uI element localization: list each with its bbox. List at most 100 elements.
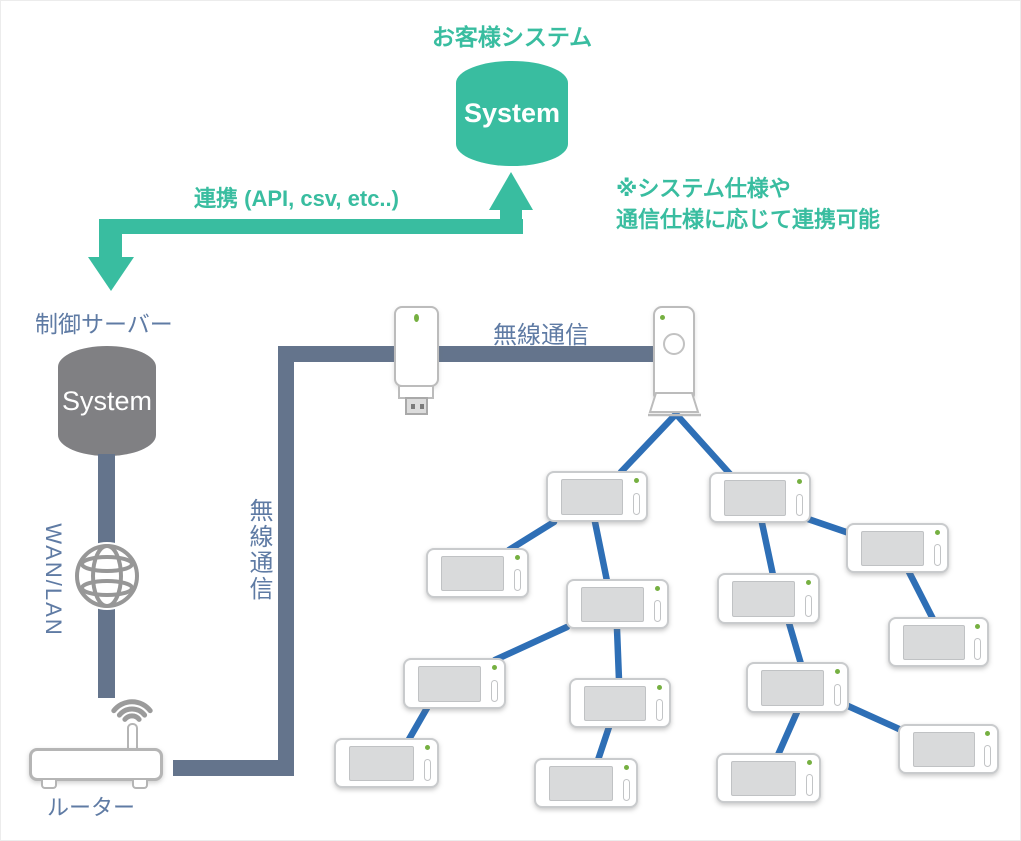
- wireless-link-line: [505, 518, 558, 554]
- device-side-button: [974, 638, 981, 661]
- device-side-button: [806, 774, 813, 797]
- wireless-link-line: [672, 410, 734, 478]
- led-indicator-icon: [425, 745, 430, 750]
- led-indicator-icon: [657, 685, 662, 690]
- wireless-link-line: [905, 568, 937, 623]
- wireless-device-6: [717, 573, 820, 624]
- led-indicator-icon: [835, 669, 840, 674]
- wireless-device-7: [888, 617, 989, 667]
- wireless-device-2: [709, 472, 811, 523]
- wireless-device-11: [334, 738, 439, 788]
- device-screen: [549, 765, 613, 802]
- wireless-link-line: [613, 625, 623, 684]
- device-side-button: [934, 544, 941, 567]
- wireless-link-line: [617, 410, 680, 476]
- integration-note-line1: ※システム仕様や: [616, 176, 791, 201]
- wireless-device-1: [546, 471, 648, 522]
- wired-connection-bottom: [173, 760, 294, 776]
- database-cylinder-icon: [456, 61, 568, 166]
- customer-system-title: お客様システム: [431, 24, 593, 50]
- usb-hole: [420, 404, 424, 409]
- device-screen: [912, 731, 975, 768]
- wireless-link-line: [804, 515, 853, 537]
- wifi-icon: [111, 699, 153, 722]
- device-screen: [860, 530, 925, 567]
- coordinator-unit-icon: [646, 306, 704, 418]
- device-screen: [902, 624, 965, 661]
- device-side-button: [623, 779, 630, 802]
- router-label: ルーター: [47, 795, 136, 820]
- wireless-device-3: [426, 548, 529, 598]
- device-screen: [723, 480, 787, 516]
- wireless-link-line: [785, 619, 805, 668]
- device-screen: [349, 745, 414, 782]
- led-indicator-icon: [807, 760, 812, 765]
- wireless-device-4: [846, 523, 949, 573]
- router-foot: [41, 780, 57, 789]
- wireless-device-14: [898, 724, 999, 774]
- coordinator-base: [648, 392, 701, 417]
- link-arrow-label: 連携 (API, csv, etc..): [194, 186, 399, 211]
- wireless-link-line: [404, 704, 431, 745]
- led-indicator-icon: [624, 765, 629, 770]
- led-indicator-icon: [655, 586, 660, 591]
- wireless-device-12: [534, 758, 638, 808]
- wireless-device-5: [566, 579, 669, 629]
- wireless-device-10: [746, 662, 849, 713]
- device-screen: [580, 586, 645, 623]
- device-side-button: [491, 679, 498, 702]
- device-screen: [731, 581, 796, 617]
- wireless-link-line: [594, 723, 613, 764]
- led-indicator-icon: [492, 665, 497, 670]
- wireless-link-line: [491, 623, 571, 664]
- wired-connection-top: [278, 346, 654, 362]
- usb-hole: [411, 404, 415, 409]
- wireless-link-line: [591, 518, 611, 585]
- led-indicator-icon: [806, 580, 811, 585]
- led-indicator-icon: [985, 731, 990, 736]
- device-side-button: [633, 492, 640, 515]
- device-screen: [760, 670, 825, 706]
- device-screen: [440, 555, 505, 592]
- device-side-button: [656, 699, 663, 722]
- led-indicator-icon: [414, 314, 419, 322]
- device-screen: [560, 479, 624, 515]
- wireless-link-line: [844, 702, 903, 733]
- device-side-button: [654, 600, 661, 623]
- device-side-button: [834, 683, 841, 706]
- customer-system-cylinder-label: System: [463, 98, 561, 128]
- wireless-device-13: [716, 753, 821, 803]
- control-server-cylinder-label: System: [61, 385, 153, 416]
- led-indicator-icon: [797, 479, 802, 484]
- device-screen: [417, 666, 482, 702]
- device-side-button: [984, 745, 991, 768]
- device-side-button: [796, 493, 803, 516]
- wireless-link-line: [774, 708, 801, 759]
- device-screen: [731, 760, 796, 797]
- integration-note-line2: 通信仕様に応じて連携可能: [616, 207, 881, 232]
- led-indicator-icon: [660, 315, 665, 320]
- device-side-button: [514, 569, 521, 592]
- link-arrow: [88, 172, 533, 291]
- led-indicator-icon: [935, 530, 940, 535]
- device-side-button: [805, 594, 812, 617]
- led-indicator-icon: [975, 624, 980, 629]
- router-icon: [29, 748, 163, 781]
- wireless-label-side: 無線通信: [245, 498, 272, 602]
- wired-connection-vertical: [278, 346, 294, 776]
- globe-icon: [73, 542, 141, 610]
- integration-note: ※システム仕様や 通信仕様に応じて連携可能: [616, 173, 880, 235]
- wireless-device-9: [569, 678, 671, 728]
- router-foot: [132, 780, 148, 789]
- wireless-device-8: [403, 658, 506, 709]
- wireless-label-top: 無線通信: [493, 322, 589, 349]
- wireless-link-line: [758, 519, 777, 579]
- usb-connector: [405, 397, 428, 415]
- usb-dongle-icon: [394, 306, 440, 418]
- database-cylinder-icon: [58, 346, 156, 456]
- led-indicator-icon: [515, 555, 520, 560]
- control-server-title: 制御サーバー: [35, 311, 173, 337]
- device-side-button: [424, 759, 431, 782]
